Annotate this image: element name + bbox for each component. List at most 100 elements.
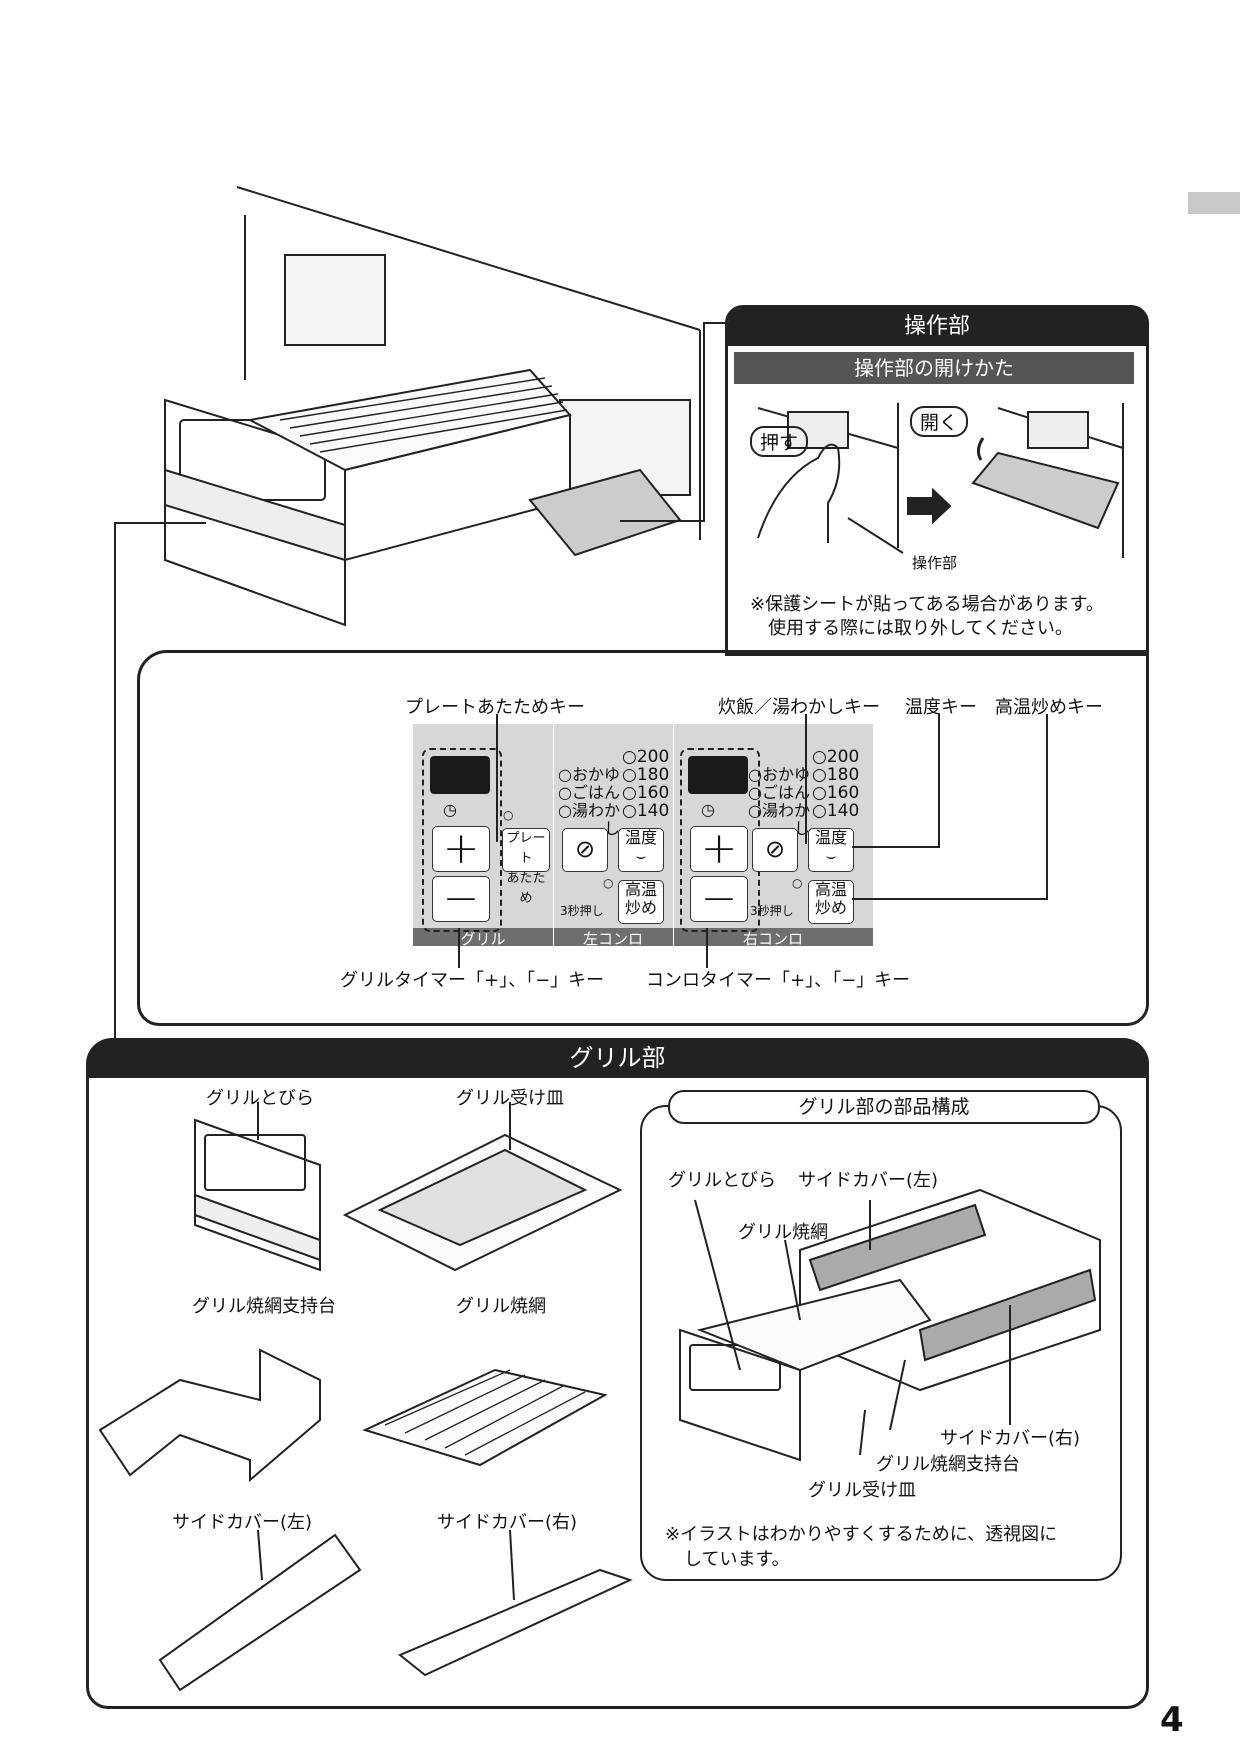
leader-line <box>458 928 460 968</box>
left-mode-list: ○おかゆ ○ごはん ○湯わかし <box>558 748 620 838</box>
comp-label-door: グリルとびら <box>668 1170 776 1191</box>
callout-konro-timer: コンロタイマー「+」、「−」キー <box>646 970 911 991</box>
right-mode-list: ○おかゆ ○ごはん ○湯わかし <box>746 748 810 838</box>
mode-gohan: ○ごはん <box>748 783 810 802</box>
operation-note-2: 使用する際には取り外してください。 <box>768 618 1073 639</box>
leader-line <box>620 520 705 522</box>
temp-200: ○200 <box>622 747 670 767</box>
plate-indicator-lamp: ○ <box>503 808 514 822</box>
open-panel-illustration <box>757 403 1124 558</box>
callout-temp-key: 温度キー <box>905 697 977 718</box>
part-label-tray: グリル受け皿 <box>456 1088 564 1109</box>
leader-line <box>852 846 940 848</box>
plate-warm-button[interactable]: プレート あたため <box>502 828 550 906</box>
comp-note-1: ※イラストはわかりやすくするために、透視図に <box>665 1524 1058 1545</box>
left-temp-button[interactable]: 温度⌣ <box>618 828 664 872</box>
temp-180: ○180 <box>622 765 670 785</box>
page-number: 4 <box>1160 1700 1184 1740</box>
comp-note-2: しています。 <box>684 1549 790 1570</box>
temp-160: ○160 <box>812 783 860 803</box>
part-label-cover-right: サイドカバー(右) <box>437 1512 578 1533</box>
konro-timer-minus-button[interactable]: − <box>690 876 748 922</box>
part-label-net-stand: グリル焼網支持台 <box>192 1296 336 1317</box>
right-rice-kettle-button[interactable]: ⊘ <box>752 828 798 872</box>
callout-high-temp-key: 高温炒めキー <box>995 697 1103 718</box>
high-btn-line1: 高温 <box>624 880 657 899</box>
left-high-lamp: ○ <box>603 876 614 890</box>
plate-btn-line1: プレート <box>506 831 546 866</box>
right-hold3-label: 3秒押し <box>750 904 794 918</box>
high-btn-line1: 高温 <box>814 880 847 899</box>
left-temp-list: ○200 ○180 ○160 ○140 <box>622 748 669 820</box>
clock-icon: ◷ <box>443 800 457 819</box>
mode-okayu: ○おかゆ <box>748 765 810 784</box>
right-temp-list: ○200 ○180 ○160 ○140 <box>812 748 859 820</box>
leader-line <box>706 928 708 968</box>
part-label-net: グリル焼網 <box>456 1296 546 1317</box>
temp-180: ○180 <box>812 765 860 785</box>
side-index-tab <box>1188 192 1240 214</box>
leader-line <box>496 714 498 842</box>
panel-divider <box>673 724 674 946</box>
operation-note-1: ※保護シートが貼ってある場合があります。 <box>750 594 1104 615</box>
control-panel-footer <box>413 928 873 946</box>
control-panel-section <box>137 650 1149 1026</box>
temp-btn-label: 温度 <box>624 828 657 847</box>
temp-btn-icon: ⌣ <box>825 846 837 865</box>
callout-rice-key: 炊飯／湯わかしキー <box>718 697 880 718</box>
leader-line <box>703 322 705 522</box>
leader-line <box>938 714 940 848</box>
leader-line <box>1046 714 1048 900</box>
callout-grill-timer: グリルタイマー「+」、「−」キー <box>340 970 605 991</box>
panel-divider <box>553 724 554 946</box>
comp-label-net: グリル焼網 <box>738 1222 828 1243</box>
temp-140: ○140 <box>812 801 860 821</box>
part-label-door: グリルとびら <box>206 1088 314 1109</box>
right-high-temp-button[interactable]: 高温炒め <box>808 880 854 924</box>
grill-timer-plus-button[interactable]: + <box>432 826 490 872</box>
left-rice-kettle-button[interactable]: ⊘ <box>562 828 608 872</box>
grill-section: グリル部 <box>86 1038 1149 1709</box>
comp-label-cover-left: サイドカバー(左) <box>798 1170 939 1191</box>
footer-grill: グリル <box>460 930 506 948</box>
right-high-lamp: ○ <box>792 876 803 890</box>
rice-kettle-icon: ⊘ <box>764 835 786 863</box>
high-btn-line2: 炒め <box>624 898 657 917</box>
left-hold3-label: 3秒押し <box>560 904 604 918</box>
grill-timer-group <box>422 748 502 932</box>
leader-line <box>852 898 1048 900</box>
konro-timer-display <box>688 756 748 794</box>
leader-line <box>705 322 727 324</box>
operation-howto-title: 操作部の開けかた <box>734 352 1134 384</box>
part-label-cover-left: サイドカバー(左) <box>172 1512 313 1533</box>
clock-icon: ◷ <box>701 800 715 819</box>
temp-140: ○140 <box>622 801 670 821</box>
temp-btn-label: 温度 <box>814 828 847 847</box>
operation-title: 操作部 <box>728 308 1146 346</box>
leader-line <box>114 522 116 1040</box>
comp-label-net-stand: グリル焼網支持台 <box>876 1454 1020 1475</box>
mode-gohan: ○ごはん <box>558 783 620 802</box>
open-label: 開く <box>910 406 969 437</box>
konro-timer-plus-button[interactable]: + <box>690 826 748 872</box>
rice-kettle-icon: ⊘ <box>574 835 596 863</box>
high-btn-line2: 炒め <box>814 898 847 917</box>
footer-right-konro: 右コンロ <box>742 930 803 948</box>
right-temp-button[interactable]: 温度⌣ <box>808 828 854 872</box>
composition-title: グリル部の部品構成 <box>668 1090 1100 1124</box>
operation-part-label: 操作部 <box>912 554 958 572</box>
callout-plate-key: プレートあたためキー <box>405 697 585 718</box>
left-high-temp-button[interactable]: 高温炒め <box>618 880 664 924</box>
leader-line <box>805 714 807 844</box>
comp-label-tray: グリル受け皿 <box>808 1480 916 1501</box>
operation-section: 操作部 操作部の開けかた 押す 開く 操作部 ※保護シートが貼ってある場合があり… <box>725 305 1149 656</box>
plate-btn-line2: あたため <box>506 871 546 906</box>
temp-btn-icon: ⌣ <box>635 846 647 865</box>
grill-timer-display <box>430 756 490 794</box>
grill-timer-minus-button[interactable]: − <box>432 876 490 922</box>
footer-left-konro: 左コンロ <box>582 930 643 948</box>
temp-200: ○200 <box>812 747 860 767</box>
